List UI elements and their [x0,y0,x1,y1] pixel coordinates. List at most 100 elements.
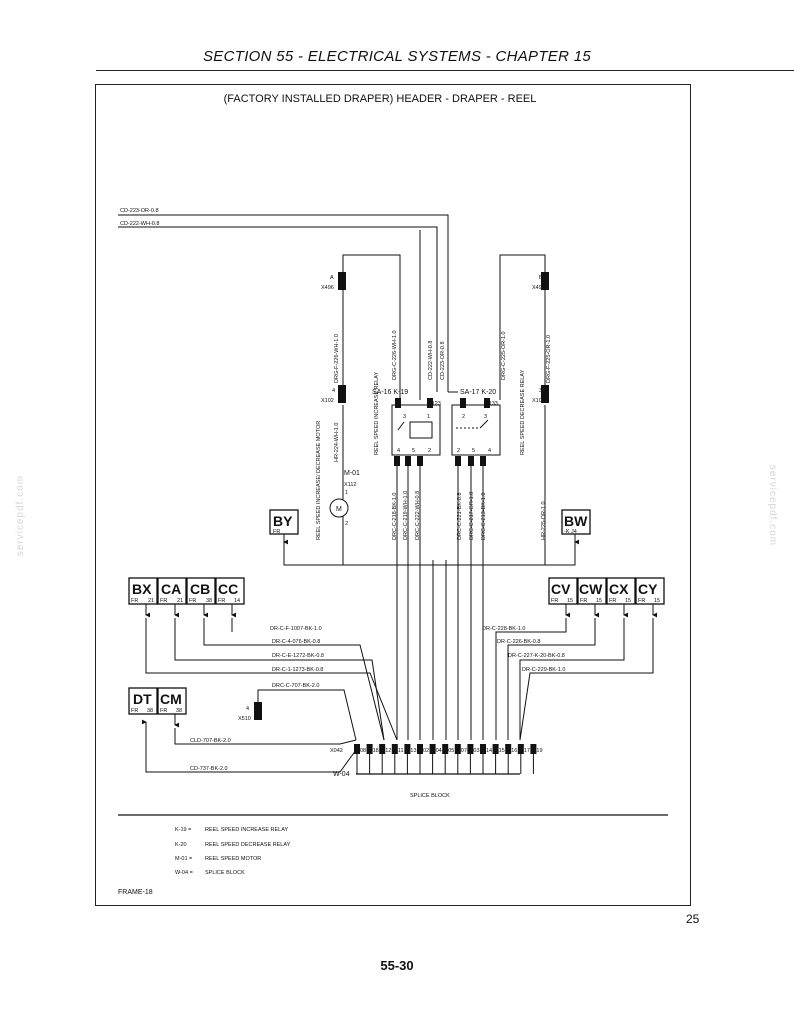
svg-text:B: B [539,275,543,281]
splice-pin [366,744,373,754]
svg-text:BX: BX [132,581,152,597]
svg-text:14: 14 [234,598,240,604]
svg-text:15: 15 [567,598,573,604]
splice-pin [391,744,398,754]
svg-text:CV: CV [551,581,571,597]
left-wire-2: DR-C-4-076-BK-0.8 [272,639,320,645]
box-dt: DT FR 38 [128,687,158,715]
ground-by: BY FR [269,509,299,545]
box-bx: BX FR 21 [128,577,158,605]
svg-text:FR: FR [551,598,558,604]
svg-text:21: 21 [148,598,154,604]
svg-text:FR: FR [131,708,138,714]
svg-text:3: 3 [484,414,487,420]
wire-label-v2: DRG-C-226-WH-1.0 [392,330,398,380]
svg-text:2: 2 [345,521,348,527]
wire-label-v11: DRC-C-222-WH-0.8 [415,491,421,540]
legend: K-19 = REEL SPEED INCREASE RELAY K-20 RE… [175,827,291,876]
frame-label: FRAME-18 [118,889,153,896]
input-wire-2: CD-222-WH-0.8 [120,221,159,227]
splice-pin-label: 14 [486,748,492,754]
svg-text:X112: X112 [344,482,356,488]
diagram-frame [95,84,691,906]
figure-number: 25 [686,912,700,926]
svg-text:A: A [330,275,334,281]
diagram-title: (FACTORY INSTALLED DRAPER) HEADER - DRAP… [224,93,537,105]
right-wire-2: DR-C-226-BK-0.8 [497,639,540,645]
svg-text:FR: FR [131,598,138,604]
connector-a: A X496 [321,272,346,291]
splice-pin-label: 16 [511,748,517,754]
connector-b: B X496 [532,272,549,291]
svg-text:4: 4 [397,448,400,454]
legend-desc-2: REEL SPEED DECREASE RELAY [205,842,291,848]
splice-pin-label: 05 [448,748,454,754]
svg-text:REEL SPEED DECREASE RELAY: REEL SPEED DECREASE RELAY [520,369,526,455]
svg-text:X102: X102 [321,398,334,404]
wire-label-v13: DRC-C-217-OR-1.0 [469,492,475,540]
right-harness-wires [448,254,546,565]
splice-pin-label: 08 [360,748,366,754]
box-cc: CC FR 14 [215,577,245,605]
connector-x510: 4 X510 [238,702,262,722]
splice-pin [454,744,461,754]
wire-label-v5: DRG-C-225-OR-1.0 [501,331,507,380]
svg-text:4: 4 [488,448,491,454]
svg-text:X133: X133 [485,401,498,407]
splice-pin [480,744,486,754]
svg-text:REEL SPEED INCREASE RELAY: REEL SPEED INCREASE RELAY [374,372,380,455]
svg-text:SA-16 K-19: SA-16 K-19 [372,389,408,396]
wire-label-v7: HR-224-WH-1.0 [334,423,340,462]
box-cb: CB FR 38 [186,577,216,605]
svg-text:FR: FR [638,598,645,604]
svg-text:CC: CC [218,581,238,597]
svg-text:X123: X123 [428,401,441,407]
input-wires [118,214,449,392]
right-wire-3: DR-C-227-K-20-BK-0.8 [508,653,565,659]
wire-label-v12: DRC-C-221-BK-0.8 [457,493,463,540]
svg-text:CA: CA [161,581,181,597]
splice-pin-label: 13 [410,748,416,754]
wire-label-v14: DRC-C-213-BK-1.0 [481,493,487,540]
relay-k19: SA-16 K-19 X123 3 1 4 5 2 REEL SPEED INC… [372,372,441,456]
svg-text:3: 3 [539,388,542,394]
splice-pin-label: 12 [385,748,391,754]
right-box-wires [495,604,658,741]
left-wire-4: DR-C-1-1273-BK-0.8 [272,667,323,673]
svg-text:2: 2 [462,414,465,420]
splice-pin [429,744,436,754]
svg-text:FR: FR [160,598,167,604]
svg-text:M: M [336,506,342,513]
splice-pin-label: 04 [436,748,442,754]
watermark-left: servicepdf.com [15,474,27,557]
page-number: 55-30 [380,958,414,973]
legend-code-1: K-19 = [175,827,191,833]
legend-desc-1: REEL SPEED INCREASE RELAY [205,827,288,833]
motor-desc: REEL SPEED INCREASE/ DECREASE MOTOR [316,421,322,540]
svg-text:FR: FR [218,598,225,604]
svg-text:X102: X102 [532,398,545,404]
box-cm: CM FR 38 [157,687,187,715]
splice-pin [404,744,411,754]
svg-text:5: 5 [412,448,415,454]
splice-pin [417,744,423,754]
box-cw: CW FR 15 [577,577,607,605]
bottom-wire-1: CLD-707-BK-2.0 [190,738,231,744]
svg-text:1: 1 [345,490,348,496]
splice-pin-label: 07 [461,748,467,754]
splice-pin [442,744,449,754]
legend-code-2: K-20 [175,842,187,848]
splice-pin [530,744,537,754]
svg-text:FR: FR [273,529,280,535]
splice-pin-label: 11 [398,748,404,754]
splice-pin [354,744,360,754]
svg-text:FR: FR [580,598,587,604]
svg-text:4: 4 [246,706,249,712]
ground-bw: BW -K J4 [561,509,591,545]
splice-pin-label: 18 [373,748,379,754]
left-wire-5: DRC-C-707-BK-2.0 [272,683,319,689]
wire-label-v1: DRG-F-226-WH-1.0 [334,334,340,383]
splice-pin-label: 19 [536,748,542,754]
